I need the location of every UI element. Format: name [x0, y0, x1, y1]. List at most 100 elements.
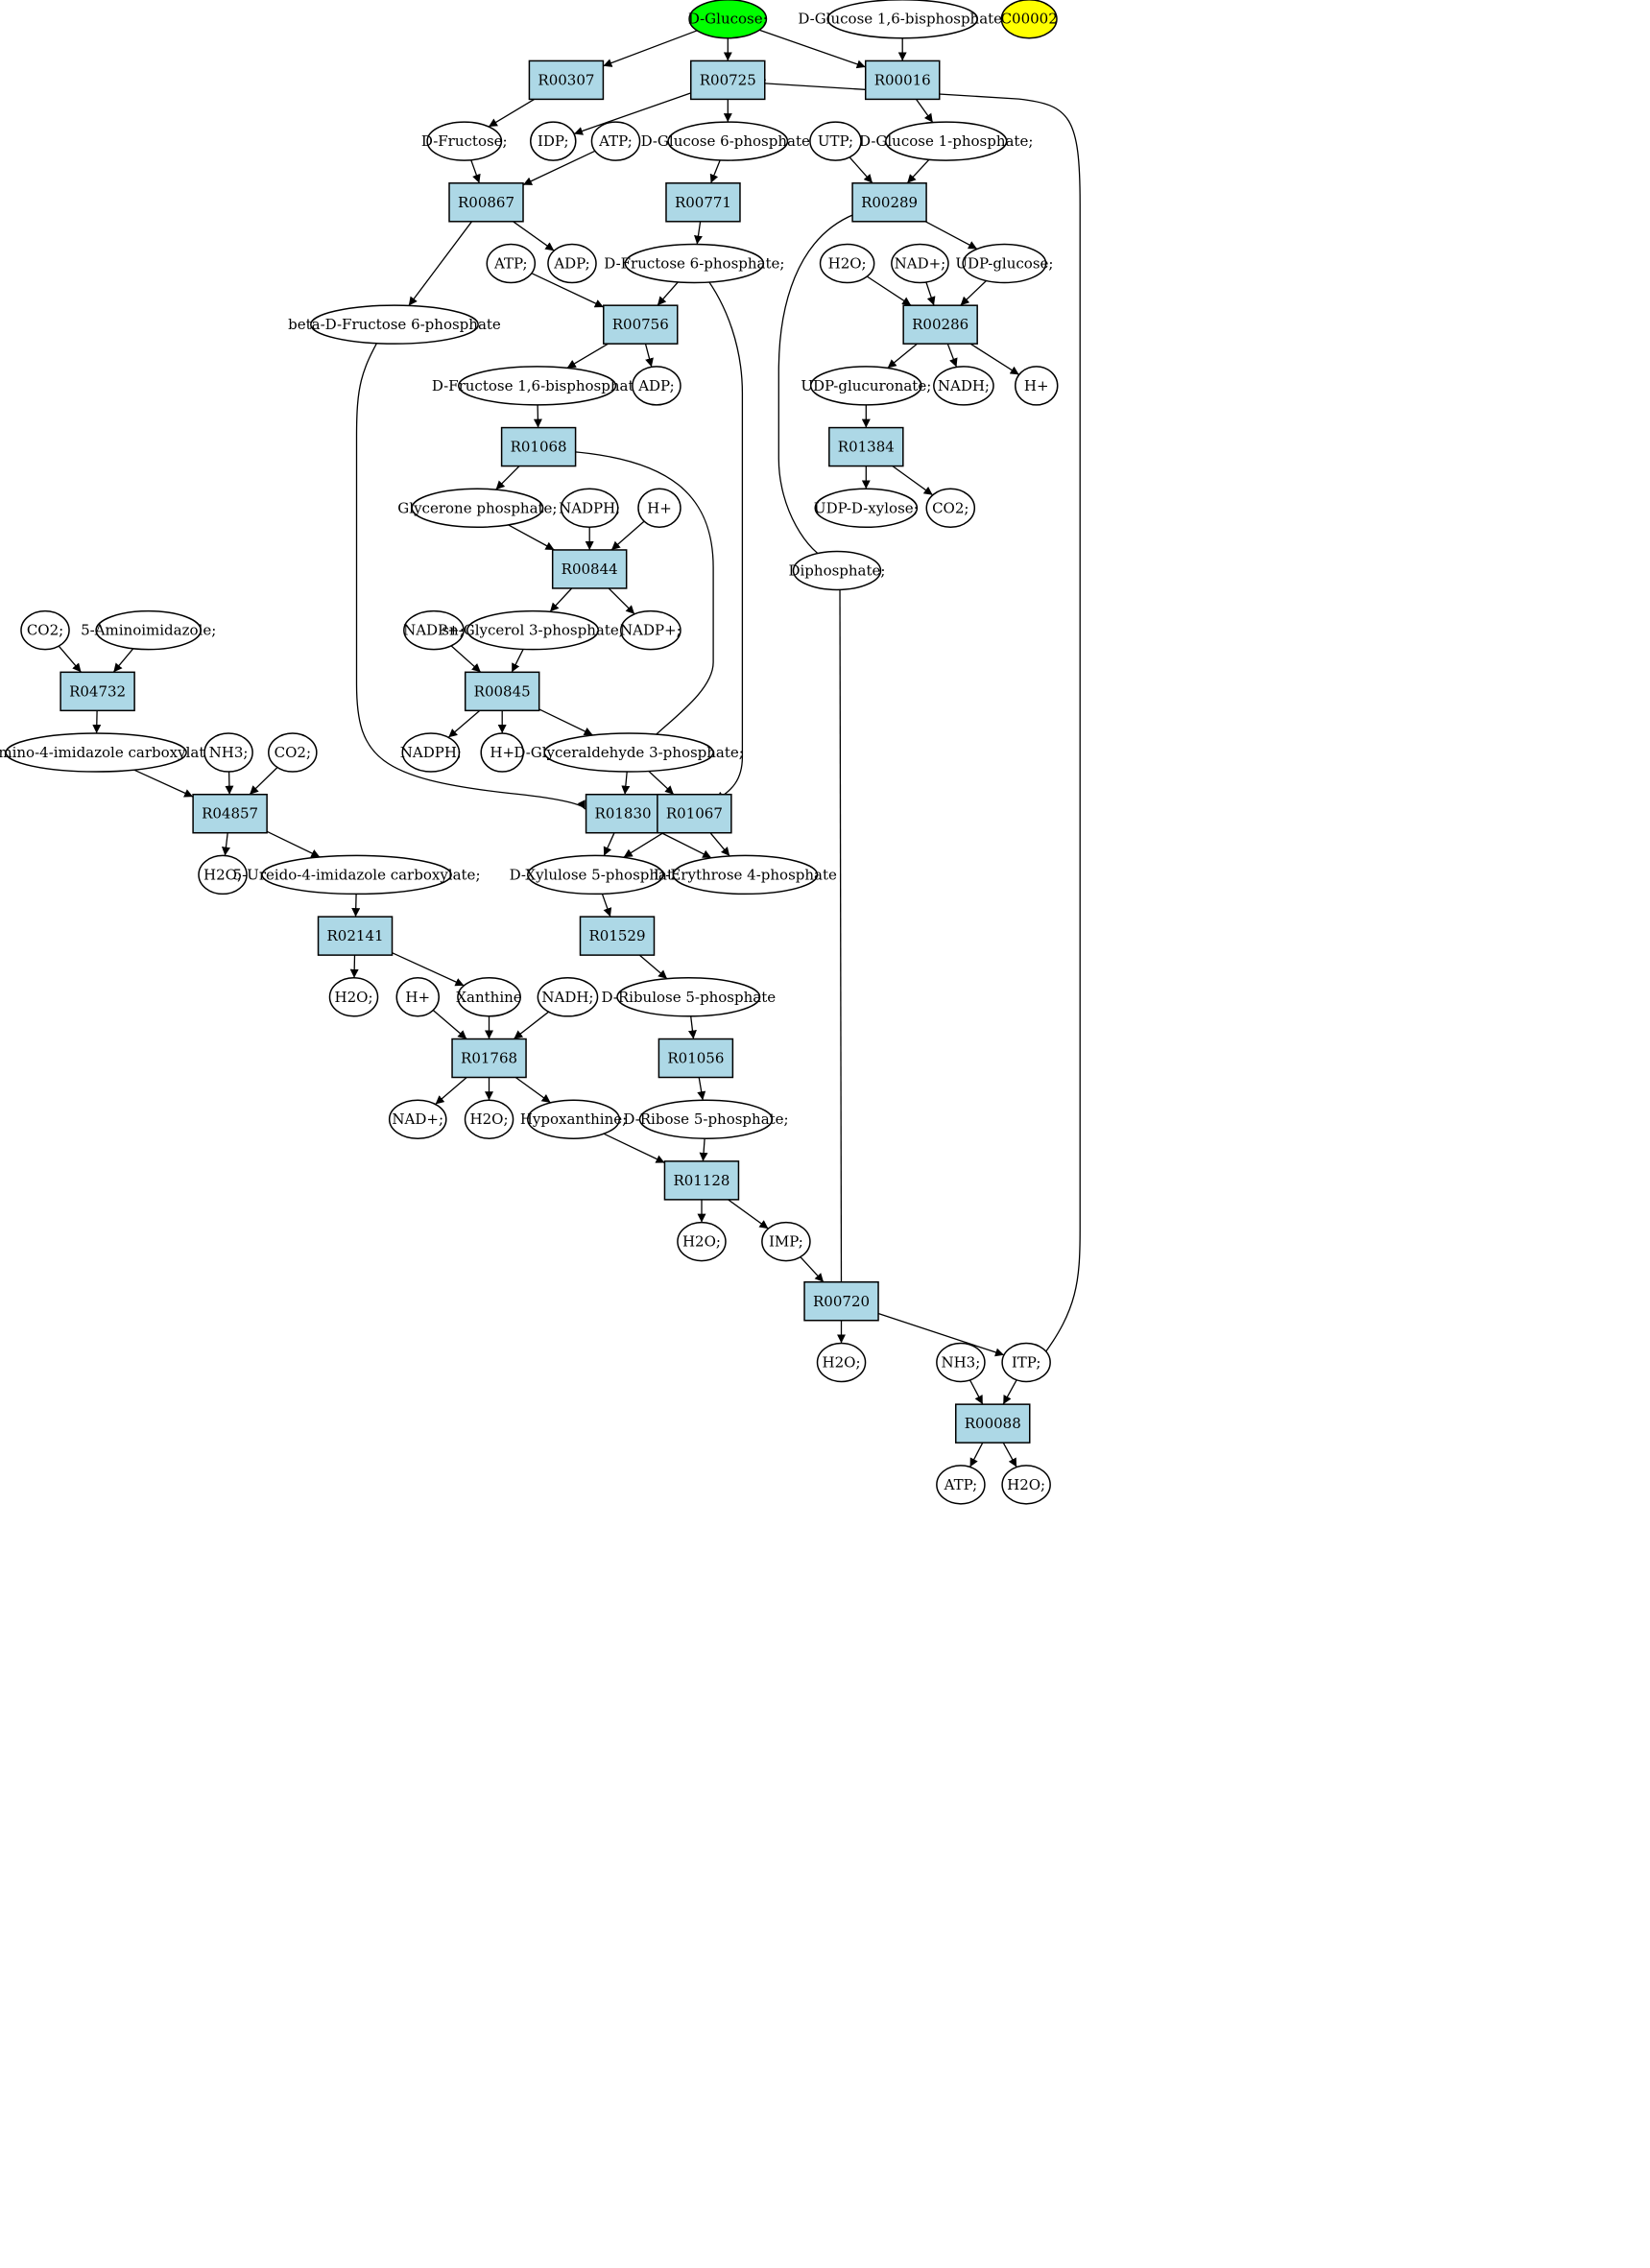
- metabolite-glc16bp[interactable]: D-Glucose 1,6-bisphosphate;: [798, 0, 1007, 39]
- metabolite-adp1[interactable]: ADP;: [547, 243, 597, 284]
- metabolite-fbp[interactable]: D-Fructose 1,6-bisphosphate: [432, 366, 643, 406]
- metabolite-nadp1[interactable]: NADP+;: [403, 609, 465, 651]
- metabolite-h2o1[interactable]: H2O;: [819, 243, 875, 284]
- metabolite-nadph2[interactable]: NADPH;: [400, 732, 462, 773]
- reaction-box: [851, 182, 927, 223]
- reaction-r00289[interactable]: R00289: [851, 182, 927, 223]
- reaction-box: [448, 182, 524, 223]
- metabolite-atp2[interactable]: ATP;: [486, 243, 537, 284]
- reaction-r04857[interactable]: R04857: [192, 793, 268, 834]
- metabolite-imp[interactable]: IMP;: [761, 1221, 811, 1262]
- reaction-r01529[interactable]: R01529: [579, 916, 656, 956]
- metabolite-hypx[interactable]: Hypoxanthine;: [520, 1099, 627, 1139]
- reaction-r00771[interactable]: R00771: [665, 182, 741, 223]
- metabolite-nadp2[interactable]: NADP+;: [620, 609, 682, 651]
- metabolite-label: ATP;: [493, 254, 528, 272]
- metabolite-ellipse: [632, 366, 682, 406]
- metabolite-adp2[interactable]: ADP;: [632, 366, 682, 406]
- metabolite-hplus2[interactable]: H+: [637, 488, 682, 529]
- metabolite-udpglc[interactable]: UDP-glucose;: [955, 243, 1053, 284]
- reaction-r01384[interactable]: R01384: [828, 426, 904, 467]
- metabolite-f6p[interactable]: D-Fructose 6-phosphate;: [604, 243, 784, 284]
- reaction-box: [528, 60, 605, 101]
- reaction-r00286[interactable]: R00286: [902, 304, 978, 345]
- metabolite-dhap[interactable]: Glycerone phosphate;: [397, 488, 558, 529]
- reaction-label: R00720: [813, 1293, 870, 1310]
- metabolite-hplus4[interactable]: H+: [395, 977, 440, 1017]
- metabolite-h2o6[interactable]: H2O;: [816, 1342, 867, 1383]
- reaction-box: [665, 182, 741, 223]
- metabolite-h2o5[interactable]: H2O;: [677, 1221, 727, 1262]
- metabolite-h2o3[interactable]: H2O;: [328, 977, 379, 1017]
- metabolite-bf6p[interactable]: beta-D-Fructose 6-phosphate: [288, 304, 501, 345]
- reaction-r00756[interactable]: R00756: [603, 304, 679, 345]
- metabolite-fru[interactable]: D-Fructose;: [421, 121, 508, 161]
- reaction-r01768[interactable]: R01768: [451, 1038, 527, 1079]
- metabolite-hplus3[interactable]: H+: [480, 732, 524, 773]
- edge-nadh2-to-R01768: [513, 1011, 549, 1040]
- reaction-r00725[interactable]: R00725: [690, 60, 766, 101]
- metabolite-nad2[interactable]: NAD+;: [388, 1099, 447, 1139]
- reaction-label: R00756: [612, 316, 669, 333]
- metabolite-nh3a[interactable]: NH3;: [203, 732, 253, 773]
- metabolite-e4p[interactable]: D-Erythrose 4-phosphate: [654, 854, 837, 895]
- metabolite-nadh1[interactable]: NADH;: [933, 366, 994, 406]
- metabolite-h2o7[interactable]: H2O;: [1001, 1465, 1051, 1505]
- reaction-r00016[interactable]: R00016: [864, 60, 941, 101]
- metabolite-nh3b[interactable]: NH3;: [936, 1342, 986, 1383]
- metabolite-atp3[interactable]: ATP;: [936, 1465, 986, 1505]
- reaction-r00307[interactable]: R00307: [528, 60, 605, 101]
- reaction-r00845[interactable]: R00845: [464, 671, 540, 712]
- metabolite-utp[interactable]: UTP;: [809, 121, 862, 161]
- metabolite-nad1[interactable]: NAD+;: [891, 243, 949, 284]
- reaction-label: R00725: [700, 71, 756, 88]
- reaction-r02141[interactable]: R02141: [317, 916, 394, 956]
- metabolite-uicarb[interactable]: 5-Ureido-4-imidazole carboxylate;: [233, 854, 481, 895]
- metabolite-aicarb[interactable]: 5-Amino-4-imidazole carboxylate;: [0, 732, 218, 773]
- metabolite-h2o4[interactable]: H2O;: [464, 1099, 514, 1139]
- reaction-box: [803, 1281, 879, 1322]
- metabolite-nadh2[interactable]: NADH;: [537, 977, 599, 1017]
- metabolite-r5p[interactable]: D-Ribose 5-phosphate;: [623, 1099, 789, 1139]
- metabolite-label: UDP-glucuronate;: [801, 377, 931, 394]
- metabolite-xu5p[interactable]: D-Xylulose 5-phosphate: [510, 854, 682, 895]
- metabolite-c00002[interactable]: C00002: [1000, 0, 1058, 39]
- metabolite-co2a[interactable]: CO2;: [925, 488, 976, 529]
- metabolite-g6p[interactable]: D-Glucose 6-phosphate;: [641, 121, 815, 161]
- reaction-r04732[interactable]: R04732: [60, 671, 135, 712]
- metabolite-itp[interactable]: ITP;: [1001, 1342, 1051, 1383]
- metabolite-gap[interactable]: D-Glyceraldehyde 3-phosphate;: [514, 732, 744, 773]
- metabolite-co2c[interactable]: CO2;: [268, 732, 318, 773]
- metabolite-udpglcur[interactable]: UDP-glucuronate;: [801, 366, 931, 406]
- metabolite-aimz[interactable]: 5-Aminoimidazole;: [81, 609, 216, 651]
- metabolite-ellipse: [1001, 1465, 1051, 1505]
- reaction-r00088[interactable]: R00088: [955, 1403, 1031, 1444]
- metabolite-h2o2[interactable]: H2O;: [198, 854, 248, 895]
- metabolite-ellipse: [203, 732, 253, 773]
- metabolite-udpxyl[interactable]: UDP-D-xylose;: [814, 488, 919, 529]
- metabolite-atp1[interactable]: ATP;: [590, 121, 641, 161]
- reaction-r01128[interactable]: R01128: [663, 1160, 740, 1201]
- metabolite-co2b[interactable]: CO2;: [20, 609, 70, 651]
- reaction-r00867[interactable]: R00867: [448, 182, 524, 223]
- reaction-r01068[interactable]: R01068: [500, 426, 577, 467]
- metabolite-nadph1[interactable]: NADPH;: [559, 488, 620, 529]
- metabolite-ppi[interactable]: Diphosphate;: [788, 550, 885, 591]
- reaction-r01056[interactable]: R01056: [658, 1038, 734, 1079]
- metabolite-glc[interactable]: D-Glucose;: [688, 0, 768, 39]
- edge-R00756-to-adp2: [644, 344, 654, 368]
- reaction-box: [663, 1160, 740, 1201]
- metabolite-ru5p[interactable]: D-Ribulose 5-phosphate: [601, 977, 776, 1017]
- metabolite-g3p[interactable]: sn-Glycerol 3-phosphate;: [442, 609, 624, 651]
- edge-R04732-to-aicarb: [92, 710, 102, 734]
- metabolite-hplus1[interactable]: H+: [1015, 366, 1059, 406]
- reaction-r00844[interactable]: R00844: [551, 549, 628, 589]
- metabolite-idp[interactable]: IDP;: [530, 121, 577, 161]
- reaction-r01067[interactable]: R01067: [657, 793, 732, 834]
- reaction-r01830[interactable]: R01830: [585, 793, 661, 834]
- reaction-r00720[interactable]: R00720: [803, 1281, 879, 1322]
- metabolite-xan[interactable]: Xanthine: [456, 977, 522, 1017]
- metabolite-ellipse: [1000, 0, 1058, 39]
- reaction-box: [585, 793, 661, 834]
- metabolite-g1p[interactable]: D-Glucose 1-phosphate;: [859, 121, 1033, 161]
